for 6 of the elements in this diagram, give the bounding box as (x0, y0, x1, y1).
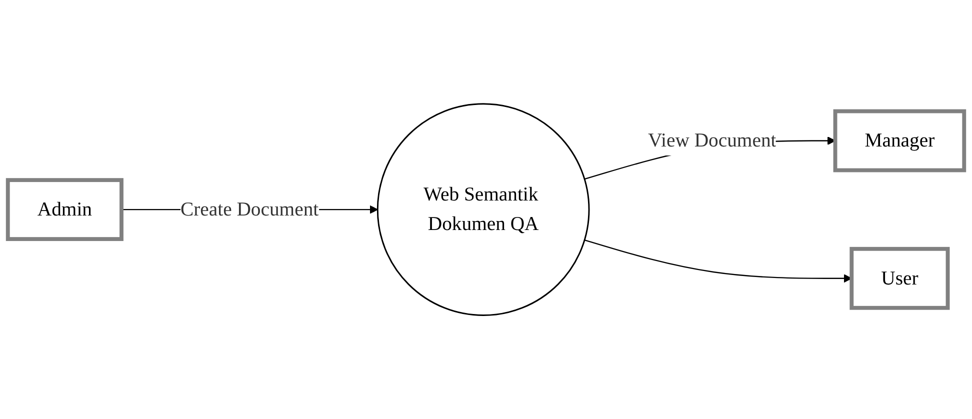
node-box: Manager (833, 109, 966, 172)
node-circle: Web Semantik Dokumen QA (376, 103, 590, 316)
node-box: User (850, 246, 950, 310)
edge-label: View Document (648, 130, 776, 152)
edge-label: Create Document (180, 198, 319, 220)
node-box: Admin (6, 178, 124, 241)
